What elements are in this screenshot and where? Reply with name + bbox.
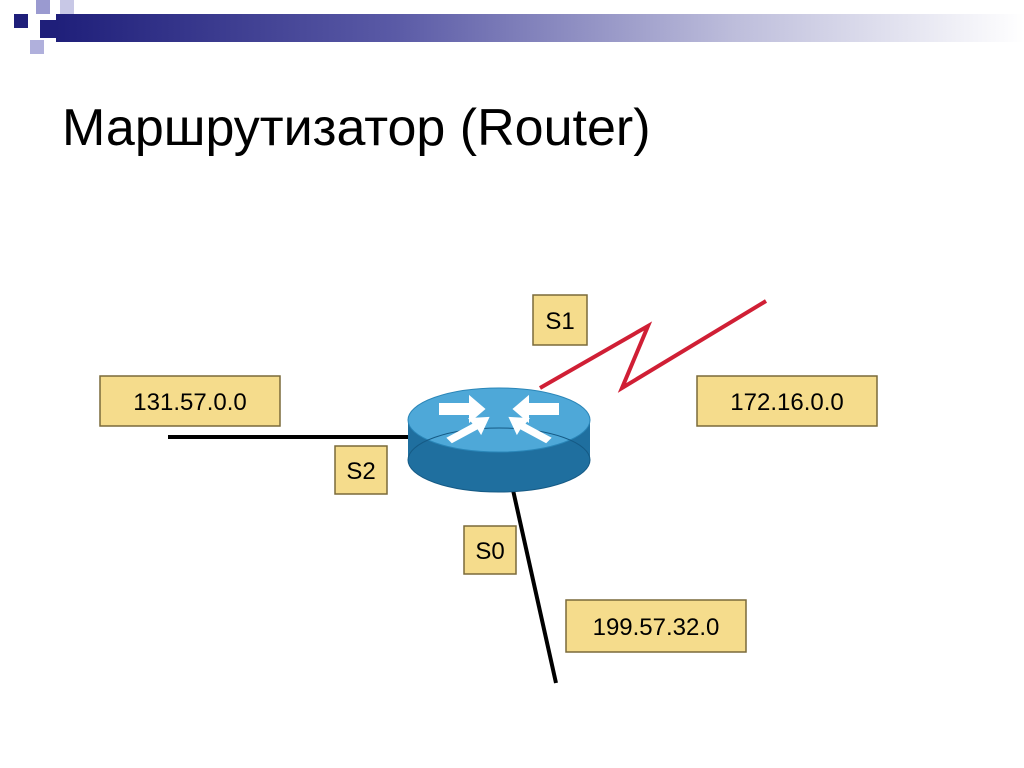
network-label-131-57-text: 131.57.0.0 xyxy=(133,389,246,416)
port-label-s0: S0 xyxy=(463,525,517,575)
network-label-172-16: 172.16.0.0 xyxy=(696,375,878,427)
decor-square xyxy=(60,0,74,14)
port-label-s2-text: S2 xyxy=(346,458,375,485)
page-title: Маршрутизатор (Router) xyxy=(62,99,651,157)
network-label-199-57: 199.57.32.0 xyxy=(565,599,747,653)
port-label-s2: S2 xyxy=(334,445,388,495)
port-label-s1: S1 xyxy=(532,294,588,346)
title-bar-gradient xyxy=(56,14,1024,42)
link-s1-serial-line xyxy=(539,299,768,393)
network-label-172-16-text: 172.16.0.0 xyxy=(730,389,843,416)
port-label-s1-text: S1 xyxy=(545,308,574,335)
network-label-199-57-text: 199.57.32.0 xyxy=(593,614,720,641)
link-s0-line xyxy=(511,489,558,684)
decor-square xyxy=(40,20,58,38)
decor-square xyxy=(36,0,50,14)
decor-square xyxy=(30,40,44,54)
router-icon xyxy=(407,387,591,493)
decor-square xyxy=(14,14,28,28)
network-label-131-57: 131.57.0.0 xyxy=(99,375,281,427)
port-label-s0-text: S0 xyxy=(475,538,504,565)
